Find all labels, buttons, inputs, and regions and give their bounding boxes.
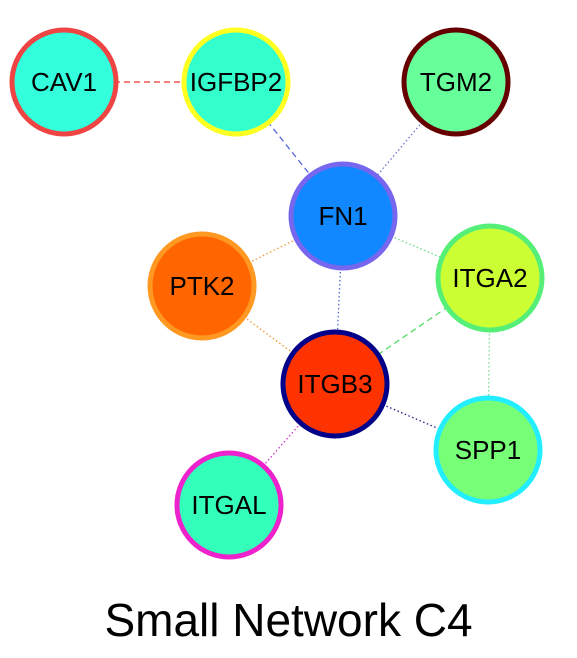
node-circle-itga2 xyxy=(435,223,545,333)
node-label-itgal: ITGAL xyxy=(191,490,266,520)
node-circle-tgm2 xyxy=(401,27,511,137)
node-label-ptk2: PTK2 xyxy=(169,271,234,301)
edge-itgb3-itgal xyxy=(228,383,336,506)
node-circle-fn1 xyxy=(288,161,398,271)
node-label-cav1: CAV1 xyxy=(31,67,97,97)
node-tgm2[interactable]: TGM2 xyxy=(401,27,511,137)
node-circle-itgb3 xyxy=(280,329,390,439)
node-igfbp2[interactable]: IGFBP2 xyxy=(181,27,291,137)
node-cav1[interactable]: CAV1 xyxy=(9,27,119,137)
node-itgal[interactable]: ITGAL xyxy=(174,450,284,560)
node-circle-itgal xyxy=(174,450,284,560)
node-circle-spp1 xyxy=(433,395,543,505)
node-circle-ptk2 xyxy=(147,231,257,341)
node-label-tgm2: TGM2 xyxy=(420,67,492,97)
node-label-fn1: FN1 xyxy=(318,201,367,231)
node-itga2[interactable]: ITGA2 xyxy=(435,223,545,333)
node-spp1[interactable]: SPP1 xyxy=(433,395,543,505)
diagram-caption: Small Network C4 xyxy=(104,594,473,646)
node-label-itga2: ITGA2 xyxy=(452,263,527,293)
node-label-igfbp2: IGFBP2 xyxy=(190,67,282,97)
node-circle-cav1 xyxy=(9,27,119,137)
node-ptk2[interactable]: PTK2 xyxy=(147,231,257,341)
edges-layer xyxy=(64,81,491,506)
node-label-spp1: SPP1 xyxy=(455,435,522,465)
node-label-itgb3: ITGB3 xyxy=(297,369,372,399)
node-fn1[interactable]: FN1 xyxy=(288,161,398,271)
node-itgb3[interactable]: ITGB3 xyxy=(280,329,390,439)
node-circle-igfbp2 xyxy=(181,27,291,137)
